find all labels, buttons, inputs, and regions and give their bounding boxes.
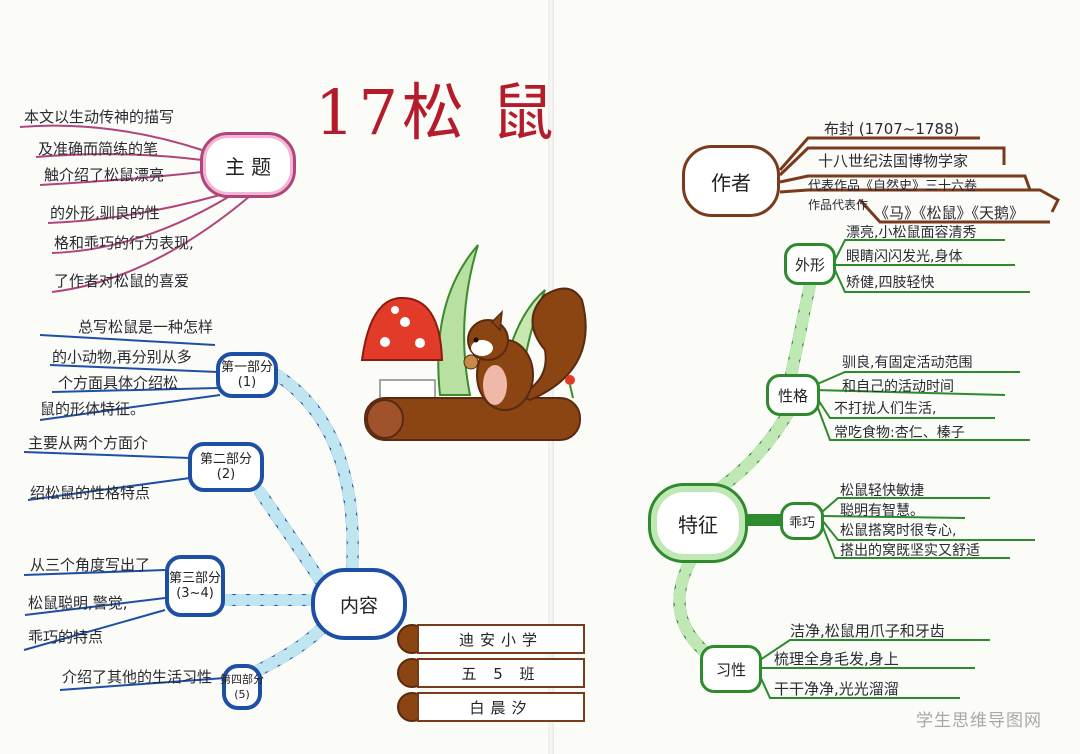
school-name: 迪安小学	[417, 624, 585, 654]
topic-branches	[19, 124, 251, 293]
content-line: 松鼠聪明,警觉,	[28, 594, 128, 612]
topic-line: 的外形,驯良的性	[50, 204, 160, 222]
feature-line: 常吃食物:杏仁、榛子	[834, 425, 965, 441]
feature-habits: 习性	[700, 645, 762, 693]
feature-line: 聪明有智慧。	[840, 503, 924, 519]
content-line: 乖巧的特点	[28, 628, 104, 646]
content-part-4: 第四部分 (5)	[220, 664, 264, 710]
author-line: 作品代表作	[808, 198, 869, 212]
page-title: 17松 鼠	[315, 76, 558, 149]
feature-line: 松鼠轻快敏捷	[840, 483, 924, 499]
content-part-1: 第一部分 (1)	[216, 352, 278, 398]
feature-line: 松鼠搭窝时很专心,	[840, 523, 957, 539]
feature-branches	[673, 279, 816, 666]
feature-line: 和自己的活动时间	[842, 379, 954, 395]
topic-line: 了作者对松鼠的喜爱	[54, 272, 190, 290]
content-part-3: 第三部分 (3~4)	[165, 555, 225, 617]
author-signature-plaque: 迪安小学 五 5 班 白晨汐	[397, 622, 585, 722]
content-line: 绍松鼠的性格特点	[30, 484, 151, 502]
content-part-2: 第二部分 (2)	[188, 442, 264, 492]
watermark: 学生思维导图网	[916, 711, 1042, 731]
topic-line: 触介绍了松鼠漂亮	[44, 166, 165, 184]
author-node: 作者	[682, 145, 780, 217]
feature-line: 眼睛闪闪发光,身体	[846, 249, 963, 265]
feature-appearance: 外形	[784, 243, 836, 285]
content-underlines	[23, 334, 226, 691]
feature-line: 漂亮,小松鼠面容清秀	[846, 225, 977, 241]
author-line: 《马》《松鼠》《天鹅》	[874, 204, 1025, 222]
author-branches	[778, 136, 1060, 224]
feature-character: 性格	[766, 374, 820, 416]
feature-line: 驯良,有固定活动范围	[842, 355, 973, 371]
feature-line: 不打扰人们生活,	[834, 401, 937, 417]
content-line: 鼠的形体特征。	[40, 400, 146, 418]
topic-line: 本文以生动传神的描写	[24, 108, 175, 126]
content-node: 内容	[311, 568, 407, 640]
content-line: 主要从两个方面介	[28, 434, 149, 452]
content-line: 总写松鼠是一种怎样	[78, 318, 214, 336]
feature-cleverness: 乖巧	[780, 502, 824, 540]
content-line: 介绍了其他的生活习性	[62, 668, 213, 686]
content-line: 个方面具体介绍松	[58, 374, 179, 392]
content-line: 从三个角度写出了	[30, 556, 151, 574]
feature-line: 矫健,四肢轻快	[846, 275, 935, 291]
student-name: 白晨汐	[417, 692, 585, 722]
topic-line: 及准确而简练的笔	[38, 140, 159, 158]
squirrel-illustration	[360, 244, 587, 441]
class-name: 五 5 班	[417, 658, 585, 688]
feature-line: 干干净净,光光溜溜	[774, 680, 899, 698]
feature-underlines	[759, 239, 1035, 699]
author-line: 代表作品《自然史》三十六卷	[808, 179, 978, 194]
content-branches	[218, 369, 359, 678]
feature-line: 搭出的窝既坚实又舒适	[840, 543, 980, 559]
author-line: 布封 (1707~1788)	[824, 120, 960, 138]
author-line: 十八世纪法国博物学家	[818, 152, 969, 170]
features-node: 特征	[648, 483, 748, 563]
topic-line: 格和乖巧的行为表现,	[54, 234, 194, 252]
content-line: 的小动物,再分别从多	[52, 348, 192, 366]
feature-line: 洁净,松鼠用爪子和牙齿	[790, 622, 945, 640]
topic-node: 主 题	[200, 132, 296, 198]
feature-line: 梳理全身毛发,身上	[774, 650, 899, 668]
